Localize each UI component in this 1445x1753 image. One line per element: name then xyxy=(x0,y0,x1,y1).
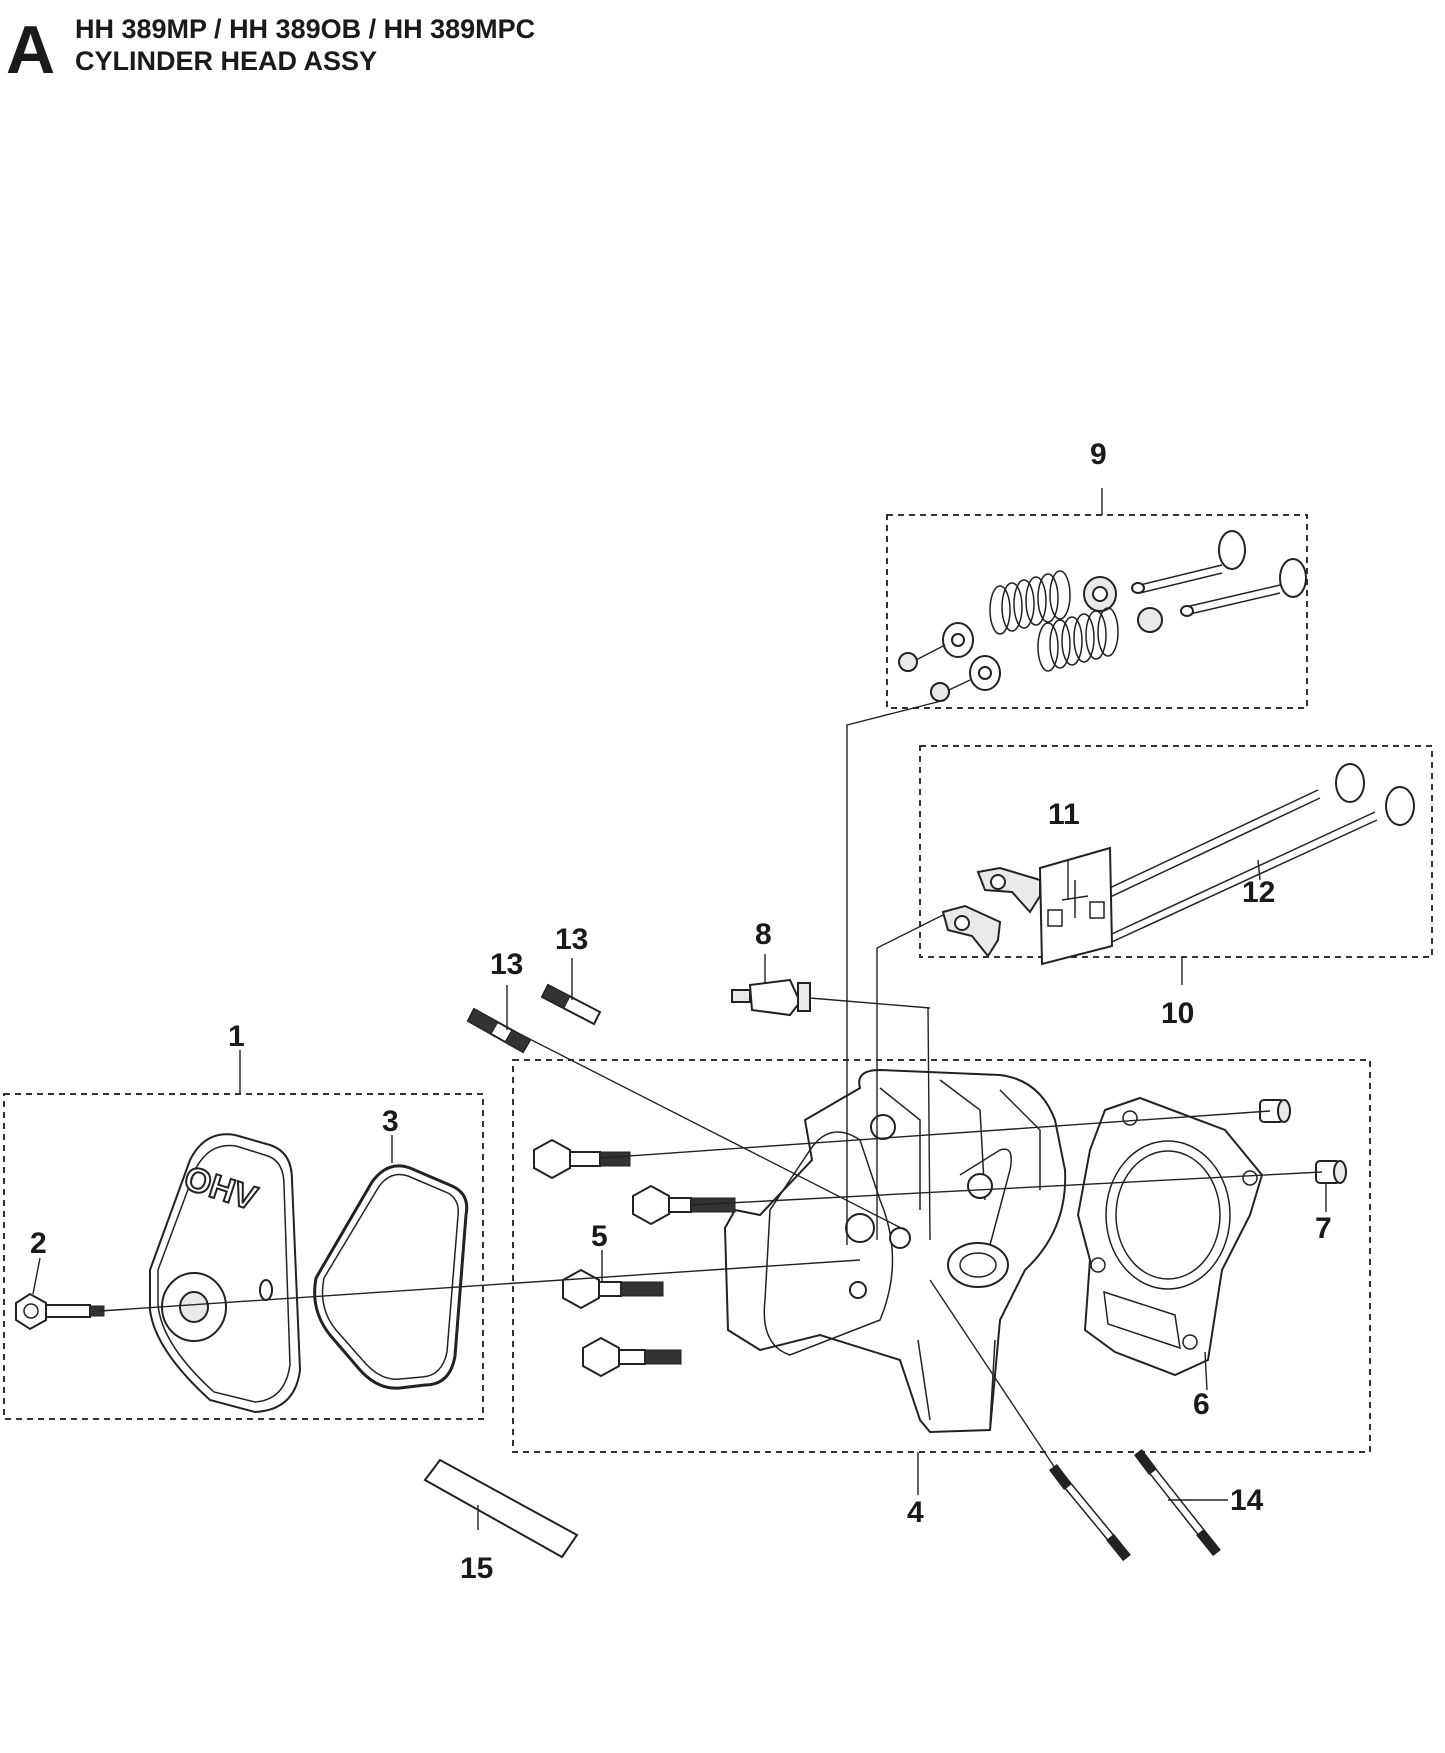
callout-1: 1 xyxy=(228,1020,245,1053)
head-gasket-part xyxy=(1076,1096,1264,1377)
stud-upper-part xyxy=(540,983,602,1026)
callout-14: 14 xyxy=(1230,1484,1264,1517)
valve-spring-lower xyxy=(1037,607,1119,672)
head-bolt-2 xyxy=(632,1184,736,1226)
callout-12: 12 xyxy=(1242,876,1275,909)
callout-13-upper: 13 xyxy=(555,923,588,956)
head-bolt-4 xyxy=(582,1336,682,1378)
section-letter: A xyxy=(6,12,55,88)
rocker-pushrod-set-part xyxy=(941,763,1415,966)
long-stud-1 xyxy=(1049,1464,1131,1562)
valve-cover-part: OHV xyxy=(149,1133,302,1414)
rocker-arm-upper xyxy=(976,866,1041,914)
callout-11: 11 xyxy=(1048,798,1080,831)
page-header: A HH 389MP / HH 389OB / HH 389MPC CYLIND… xyxy=(6,12,535,88)
cover-gasket-part xyxy=(313,1164,469,1390)
valve-spring-upper xyxy=(989,570,1071,635)
callout-15: 15 xyxy=(460,1552,493,1585)
group-box-valve-springs xyxy=(886,514,1308,709)
sealant-tube-part xyxy=(423,1458,579,1559)
group-box-cylinder-head xyxy=(512,1059,1371,1453)
cylinder-head-part xyxy=(723,1068,1067,1434)
callout-2: 2 xyxy=(30,1227,47,1260)
valve-spring-set-part xyxy=(898,530,1307,702)
group-box-valve-cover xyxy=(3,1093,484,1420)
callout-6: 6 xyxy=(1193,1388,1210,1421)
group-box-rocker-pushrods xyxy=(919,745,1433,958)
cover-bolt-part xyxy=(15,1292,105,1331)
pushrod-guide-plate xyxy=(1038,846,1114,966)
callout-4: 4 xyxy=(907,1496,924,1529)
head-bolt-1 xyxy=(533,1138,631,1180)
callout-3: 3 xyxy=(382,1105,399,1138)
assembly-title: CYLINDER HEAD ASSY xyxy=(75,46,377,76)
callout-10: 10 xyxy=(1161,997,1194,1030)
rocker-arm-lower xyxy=(941,904,1002,958)
long-stud-2 xyxy=(1134,1449,1221,1557)
model-list: HH 389MP / HH 389OB / HH 389MPC xyxy=(75,14,535,44)
callout-8: 8 xyxy=(755,918,772,951)
callout-labels: 1 2 3 4 5 6 7 8 9 10 11 12 13 13 14 15 xyxy=(30,438,1332,1585)
oil-sensor-part xyxy=(731,978,931,1017)
callout-9: 9 xyxy=(1090,438,1107,471)
head-bolt-3 xyxy=(562,1268,664,1310)
leader-lines xyxy=(32,488,1327,1530)
stud-lower-part xyxy=(466,1007,532,1054)
callout-7: 7 xyxy=(1315,1212,1332,1245)
callout-5: 5 xyxy=(591,1220,608,1253)
callout-13-lower: 13 xyxy=(490,948,523,981)
